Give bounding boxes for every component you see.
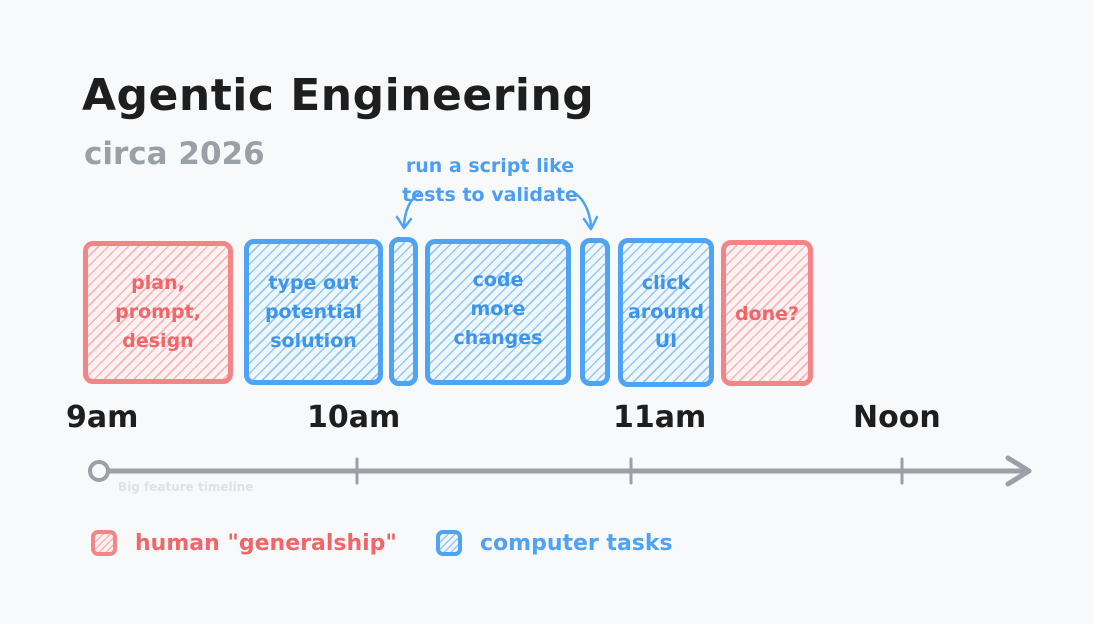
block-code-more-changes: code more changes xyxy=(425,239,571,385)
tick-label-noon: Noon xyxy=(853,400,941,435)
block-label: click around UI xyxy=(628,272,704,352)
annotation-arrowhead-right xyxy=(582,215,599,231)
block-click-around-ui: click around UI xyxy=(618,238,714,387)
diagram-subtitle: circa 2026 xyxy=(84,136,265,172)
legend-swatch-human xyxy=(91,530,117,556)
block-type-out-solution: type out potential solution xyxy=(244,239,383,385)
tick-label-9am: 9am xyxy=(66,400,139,435)
legend-item-human: human "generalship" xyxy=(91,523,397,563)
annotation-arrow-left xyxy=(402,192,420,227)
block-label: plan, prompt, design xyxy=(115,272,201,352)
diagram-title: Agentic Engineering xyxy=(82,70,595,121)
timeline-arrowhead xyxy=(1005,455,1032,487)
block-plan-prompt-design: plan, prompt, design xyxy=(83,241,233,384)
tick-label-11am: 11am xyxy=(613,400,707,435)
block-label: done? xyxy=(734,303,800,325)
block-label: type out potential solution xyxy=(264,271,363,352)
legend-item-computer: computer tasks xyxy=(436,523,673,563)
tick-label-10am: 10am xyxy=(307,400,401,435)
block-done: done? xyxy=(721,240,813,386)
legend-label-computer: computer tasks xyxy=(480,530,673,556)
timeline-start-marker xyxy=(88,460,110,482)
annotation-arrowhead-left xyxy=(395,215,413,230)
block-run-tests-2 xyxy=(580,238,610,386)
legend-label-human: human "generalship" xyxy=(135,530,397,556)
timeline-caption: Big feature timeline xyxy=(118,480,254,494)
legend-swatch-computer xyxy=(436,530,462,556)
block-run-tests-1 xyxy=(389,237,418,386)
annotation-run-script: run a script like tests to validate xyxy=(402,155,578,206)
annotation-arrow-right xyxy=(574,192,593,227)
block-label: code more changes xyxy=(453,269,543,349)
